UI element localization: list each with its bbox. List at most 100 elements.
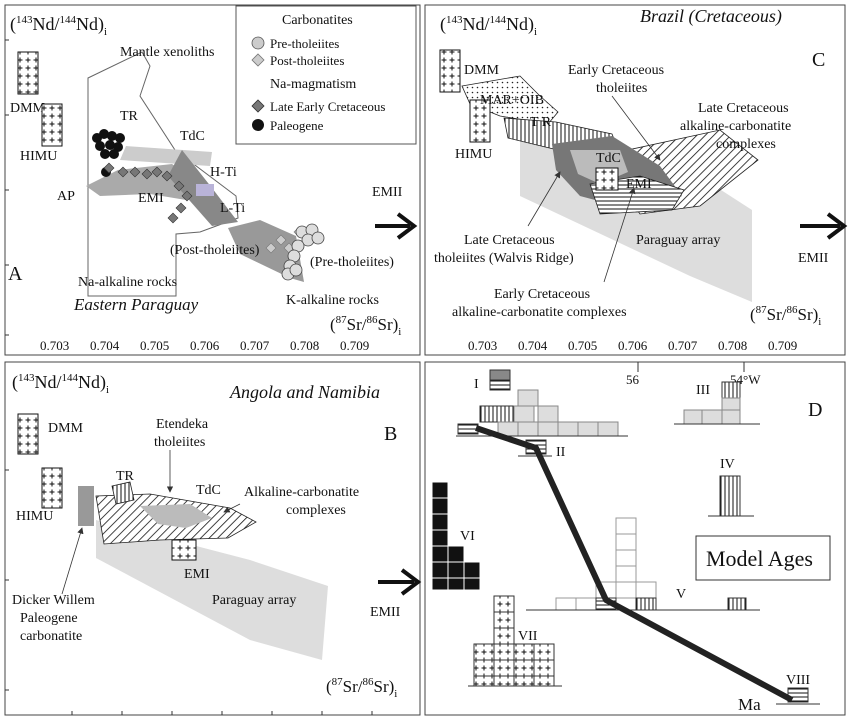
panel-b: (143Nd/144Nd)i Angola and Namibia B DMM … [4,361,422,716]
pre-tholeiite-points [281,223,325,281]
panel-a-xtick: 0.705 [140,338,169,353]
svg-text:Dicker Willem: Dicker Willem [12,593,95,608]
panel-c-early-thol-label: Early Cretaceous [568,63,664,78]
group-iii: III [696,383,710,398]
late-early-cretaceous-points [103,162,193,224]
panel-c-xtick: 0.706 [618,338,648,353]
svg-text:Late Cretaceous: Late Cretaceous [698,101,789,116]
svg-text:Late Cretaceous: Late Cretaceous [464,233,555,248]
svg-text:Etendeka: Etendeka [156,417,209,432]
panel-d-title: Model Ages [706,546,813,571]
legend-na-magmatism: Na-magmatism [270,77,356,92]
panel-b-letter: B [384,423,397,445]
group-vi: VI [460,529,475,544]
panel-b-region: Angola and Namibia [229,382,380,402]
panel-b-himu-label: HIMU [16,509,53,524]
group-iv: IV [720,457,735,472]
svg-text:alkaline-carbonatite: alkaline-carbonatite [680,119,791,134]
panel-c-letter: C [812,49,825,71]
panel-a-legend: Carbonatites Pre-tholeiites Post-tholeii… [235,5,417,145]
panel-a-xtick: 0.707 [240,338,270,353]
panel-c-late-alk-label: complexes [716,137,776,152]
panel-b-dicker-label: carbonatite [20,629,82,644]
panel-b-paraguay-label: Paraguay array [212,593,296,608]
svg-text:Paleogene: Paleogene [20,611,78,626]
panel-a-ap-label: AP [57,189,75,204]
legend-pre: Pre-tholeiites [270,36,339,51]
panel-a-pre-label: (Pre-tholeiites) [310,255,394,270]
panel-b-etendeka-label: tholeiites [154,435,205,450]
panel-c-xlabel: (87Sr/86Sr)i [750,304,821,328]
group-v-histogram [555,517,657,611]
panel-a-xtick: 0.708 [290,338,319,353]
panel-c-dmm-label: DMM [464,63,500,78]
panel-a-lti-label: L-Ti [220,201,245,216]
panel-c-emii-label: EMII [798,251,829,266]
panel-c-tr-label: T R [530,115,552,130]
panel-c-paraguay-label: Paraguay array [636,233,720,248]
legend-carbonatites: Carbonatites [282,13,353,28]
panel-a-xtick: 0.704 [90,338,120,353]
legend-post: Post-tholeiites [270,53,344,68]
group-vii-histogram [473,595,555,687]
panel-a-k-rocks-label: K-alkaline rocks [286,293,379,308]
panel-a-region: Eastern Paraguay [73,295,199,314]
panel-d-lon56: 56 [626,372,640,387]
lineament [475,425,794,703]
panel-c-xtick: 0.709 [768,338,797,353]
panel-c-early-alk-label: alkaline-carbonatite complexes [452,305,627,320]
panel-c-xtick: 0.704 [518,338,548,353]
svg-text:Alkaline-carbonatite: Alkaline-carbonatite [244,485,359,500]
paleogene-points [92,129,125,177]
legend-paleogene: Paleogene [270,118,324,133]
svg-text:Early Cretaceous: Early Cretaceous [494,287,590,302]
panel-b-xlabel: (87Sr/86Sr)i [326,676,397,700]
panel-a: (143Nd/144Nd)i Mantle xenoliths DMM HIMU… [4,4,421,356]
panel-c-ylabel: (143Nd/144Nd)i [440,14,537,38]
panel-a-tdc-label: TdC [180,129,205,144]
panel-a-xtick: 0.703 [40,338,69,353]
panel-b-emii-label: EMII [370,605,401,620]
panel-a-letter: A [8,263,23,285]
panel-c-xtick: 0.703 [468,338,497,353]
group-viii: VIII [786,673,810,688]
svg-text:tholeiites: tholeiites [596,81,647,96]
panel-d: D 56 54°W I II III IV [424,361,846,716]
panel-a-xtick: 0.706 [190,338,220,353]
panel-d-ma-label: Ma [738,695,761,714]
panel-a-dmm-label: DMM [10,101,46,116]
panel-c-late-thol-label: tholeiites (Walvis Ridge) [434,251,574,266]
panel-c-region: Brazil (Cretaceous) [640,6,782,27]
panel-a-emii-label: EMII [372,185,403,200]
panel-b-alk-label: complexes [286,503,346,518]
group-vi-histogram [431,481,481,591]
panel-b-tr-label: TR [116,469,135,484]
panel-b-emi-label: EMI [184,567,210,582]
panel-c-emi-label: EMI [626,177,652,192]
group-ii: II [556,445,566,460]
panel-c-xticks: 0.703 0.704 0.705 0.706 0.707 0.708 0.70… [468,338,797,353]
panel-b-tdc-label: TdC [196,483,221,498]
panel-b-dmm-label: DMM [48,421,84,436]
panel-a-emi-label: EMI [138,191,164,206]
panel-c-tdc-label: TdC [596,151,621,166]
panel-c-mar-label: MAR+OIB [480,93,544,108]
legend-late-early: Late Early Cretaceous [270,99,386,114]
panel-a-na-rocks-label: Na-alkaline rocks [78,275,177,290]
panel-c-xtick: 0.705 [568,338,597,353]
panel-a-post-label: (Post-tholeiites) [170,243,260,258]
panel-b-ylabel: (143Nd/144Nd)i [12,372,109,396]
panel-a-xtick: 0.709 [340,338,369,353]
panel-a-ylabel: (143Nd/144Nd)i [10,14,107,38]
panel-d-letter: D [808,399,822,421]
panel-c-himu-label: HIMU [455,147,492,162]
panel-c: (143Nd/144Nd)i Brazil (Cretaceous) C DMM… [424,4,848,356]
panel-c-xtick: 0.708 [718,338,747,353]
group-vii: VII [518,629,538,644]
panel-a-xticks: 0.703 0.704 0.705 0.706 0.707 0.708 0.70… [40,338,369,353]
panel-a-xlabel: (87Sr/86Sr)i [330,314,401,338]
panel-a-hti-label: H-Ti [210,165,237,180]
group-v: V [676,587,686,602]
panel-a-tr-label: TR [120,109,139,124]
